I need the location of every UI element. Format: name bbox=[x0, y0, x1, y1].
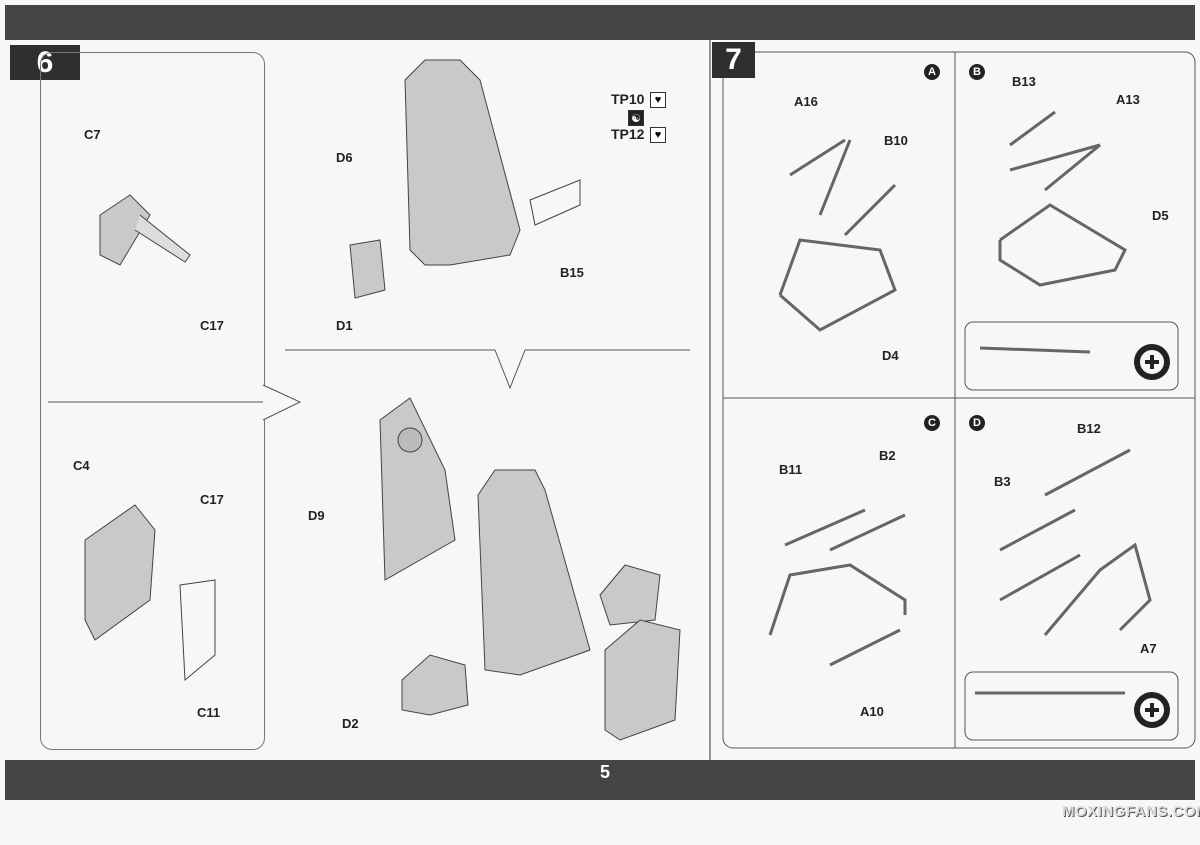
part-label-tp12: TP12 bbox=[611, 126, 645, 142]
part-label-c7: C7 bbox=[84, 127, 101, 142]
section-a-marker: A bbox=[924, 64, 940, 80]
zoom-in-icon bbox=[1134, 344, 1170, 728]
part-label-d2: D2 bbox=[342, 716, 359, 731]
part-label-a10: A10 bbox=[860, 704, 884, 719]
part-label-d5: D5 bbox=[1152, 208, 1169, 223]
part-label-d1: D1 bbox=[336, 318, 353, 333]
part-label-b10: B10 bbox=[884, 133, 908, 148]
glue-icon: ♥ bbox=[650, 127, 666, 143]
top-bar bbox=[5, 5, 1195, 40]
part-label-d6: D6 bbox=[336, 150, 353, 165]
part-label-b13: B13 bbox=[1012, 74, 1036, 89]
part-label-b15: B15 bbox=[560, 265, 584, 280]
page-number: 5 bbox=[600, 762, 611, 782]
part-label-d4: D4 bbox=[882, 348, 899, 363]
part-label-a16: A16 bbox=[794, 94, 818, 109]
part-label-c4: C4 bbox=[73, 458, 90, 473]
watermark: MOXINGFANS.COM bbox=[1062, 803, 1200, 820]
part-label-c17: C17 bbox=[200, 492, 224, 507]
part-label-c11: C11 bbox=[197, 705, 221, 720]
paint-icon: ☯ bbox=[628, 110, 644, 126]
step-7-badge: 7 bbox=[712, 42, 755, 78]
glue-icon: ♥ bbox=[650, 92, 666, 108]
part-label-a13: A13 bbox=[1116, 92, 1140, 107]
bottom-bar bbox=[5, 760, 1195, 800]
part-label-tp10: TP10 bbox=[611, 91, 645, 107]
part-label-b11: B11 bbox=[779, 462, 803, 477]
section-c-marker: C bbox=[924, 415, 940, 431]
part-label-b12: B12 bbox=[1077, 421, 1101, 436]
part-label-a7: A7 bbox=[1140, 641, 1157, 656]
part-label-b3: B3 bbox=[994, 474, 1011, 489]
part-label-c17: C17 bbox=[200, 318, 224, 333]
section-d-marker: D bbox=[969, 415, 985, 431]
part-label-b2: B2 bbox=[879, 448, 896, 463]
section-b-marker: B bbox=[969, 64, 985, 80]
part-label-d9: D9 bbox=[308, 508, 325, 523]
